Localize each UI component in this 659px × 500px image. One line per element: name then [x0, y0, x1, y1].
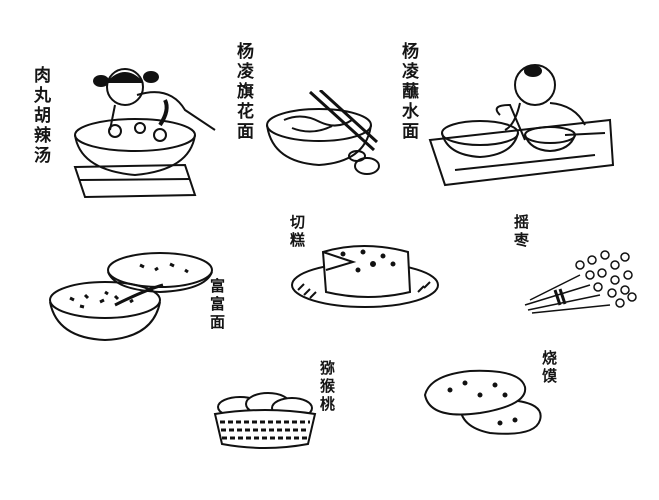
meatball-soup-drawing	[65, 55, 225, 205]
label-meatball-soup: 肉丸胡辣汤	[30, 66, 50, 166]
cut-cake-drawing	[288, 240, 443, 315]
jujube-branch-drawing	[520, 245, 640, 320]
flatbread-drawing	[420, 365, 545, 440]
dipping-noodles-drawing	[425, 55, 615, 195]
label-jujube-branch: 摇枣	[512, 214, 530, 250]
label-flag-noodles: 杨凌旗花面	[233, 42, 253, 142]
kiwi-basket-drawing	[210, 392, 320, 452]
label-rich-noodles: 富富面	[208, 278, 226, 332]
flag-noodles-drawing	[262, 90, 392, 185]
label-kiwi-basket: 猕猴桃	[318, 360, 336, 414]
label-flatbread: 烧馍	[540, 350, 558, 386]
label-dipping-noodles: 杨凌蘸水面	[398, 42, 418, 142]
label-cut-cake: 切糕	[288, 214, 306, 250]
rich-noodles-drawing	[45, 250, 215, 345]
